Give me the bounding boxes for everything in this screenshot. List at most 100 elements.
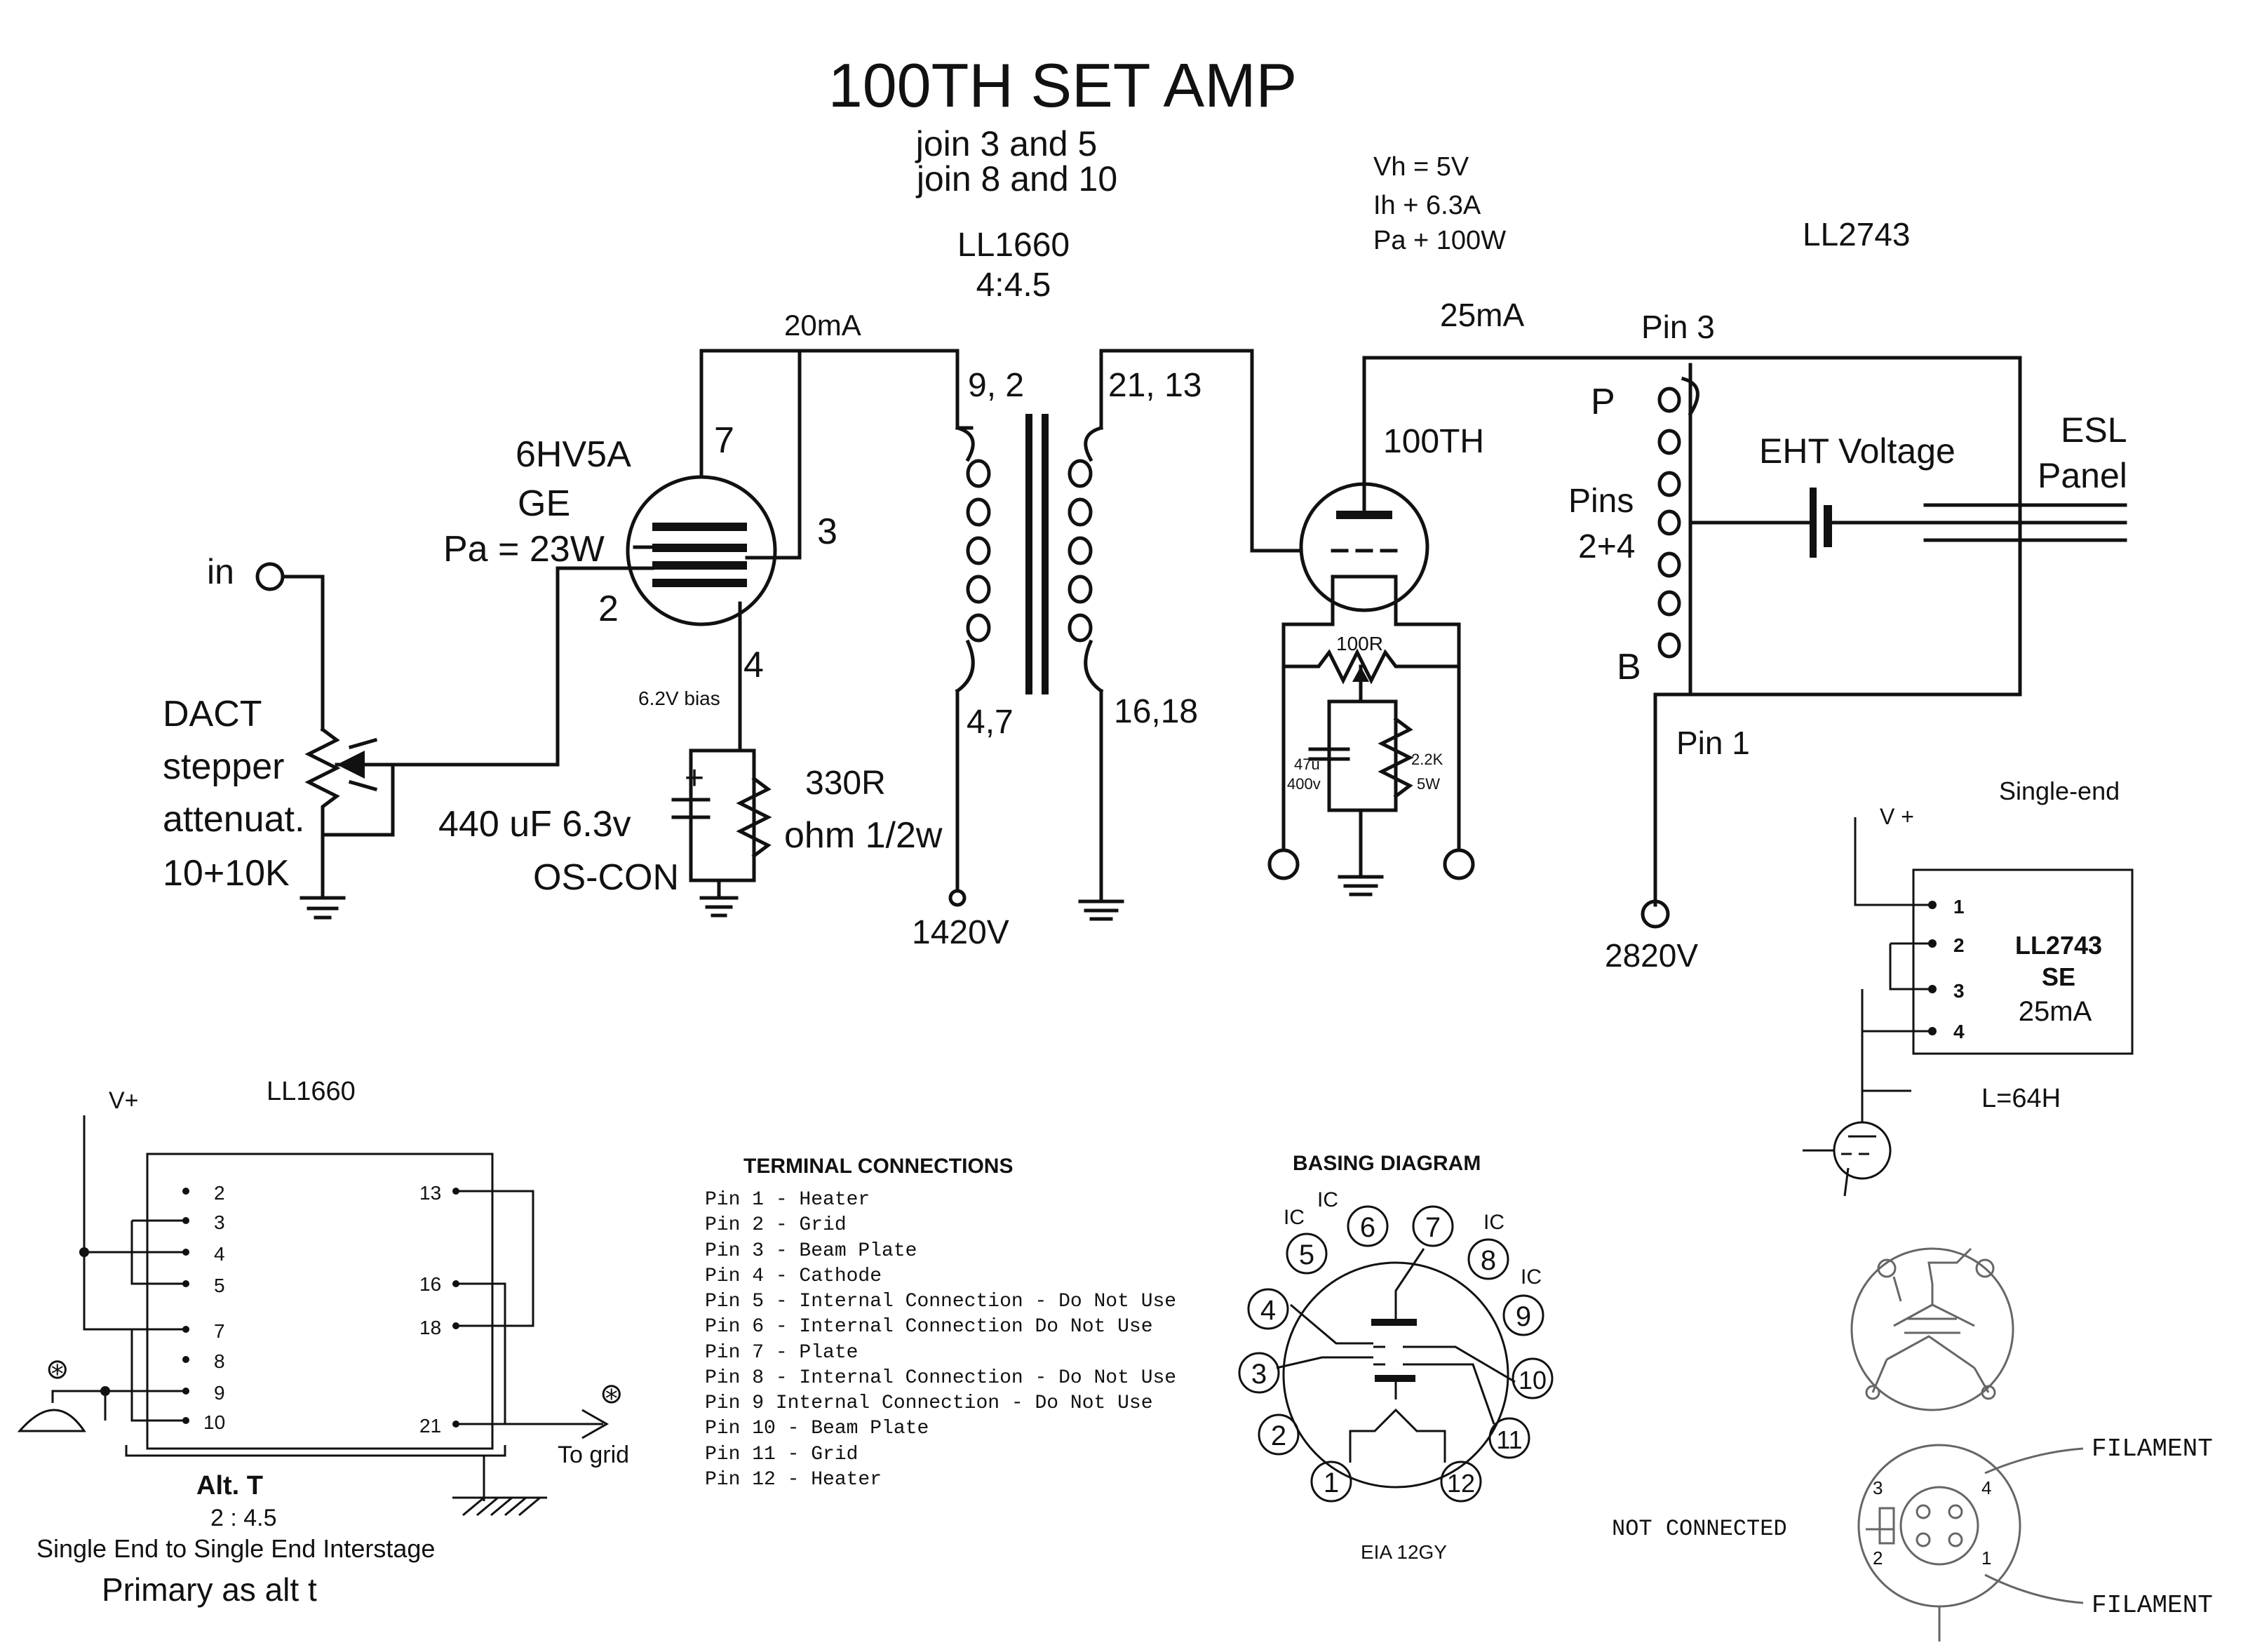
alt-desc-label: Single End to Single End Interstage bbox=[36, 1534, 435, 1563]
res-330r-label: 330R bbox=[805, 765, 886, 802]
svg-text:3: 3 bbox=[1873, 1477, 1883, 1498]
spec-pa: Pa + 100W bbox=[1373, 226, 1506, 255]
output-choke bbox=[1657, 363, 1699, 697]
tube1-pin3: 3 bbox=[817, 511, 837, 552]
p-label: P bbox=[1591, 382, 1615, 422]
attenuator-label-3: attenuat. bbox=[163, 799, 304, 840]
esl-label: ESL bbox=[2061, 410, 2127, 450]
svg-text:3: 3 bbox=[1953, 980, 1965, 1002]
b-label: B bbox=[1617, 647, 1641, 687]
se-inductance: L=64H bbox=[1981, 1084, 2061, 1113]
input-label: in bbox=[207, 552, 234, 591]
svg-text:2: 2 bbox=[1271, 1421, 1286, 1451]
pins-9-2-label: 9, 2 bbox=[968, 367, 1024, 404]
input-terminal bbox=[255, 562, 285, 591]
tube-base-view: 2 3 4 1 FILAMENT FILAMENT NOT CONNECTED bbox=[1612, 1247, 2213, 1641]
svg-text:1: 1 bbox=[1324, 1468, 1339, 1498]
svg-text:2: 2 bbox=[1873, 1547, 1883, 1569]
svg-text:8: 8 bbox=[214, 1350, 225, 1372]
svg-text:Pin 5 - Internal Connection -: Pin 5 - Internal Connection - Do Not Use bbox=[705, 1291, 1176, 1312]
attenuator-label-4: 10+10K bbox=[163, 853, 290, 894]
svg-text:Pin 12 - Heater: Pin 12 - Heater bbox=[705, 1469, 882, 1491]
svg-text:IC: IC bbox=[1521, 1265, 1542, 1289]
spec-vh: Vh = 5V bbox=[1373, 152, 1469, 182]
output-transformer-name: LL2743 bbox=[1803, 216, 1911, 253]
attenuator-label-1: DACT bbox=[163, 694, 262, 734]
terminal-connections: TERMINAL CONNECTIONS Pin 1 - Heater Pin … bbox=[705, 1155, 1176, 1491]
svg-text:4: 4 bbox=[1981, 1477, 1991, 1498]
r22k-watt-label: 5W bbox=[1417, 775, 1440, 793]
svg-text:21: 21 bbox=[419, 1415, 441, 1437]
pins-16-18-label: 16,18 bbox=[1114, 693, 1198, 730]
svg-text:Pin 9 Internal Connection -: Pin 9 Internal Connection - Do Not Use bbox=[705, 1392, 1153, 1414]
svg-text:2: 2 bbox=[1953, 934, 1965, 956]
svg-text:6: 6 bbox=[1360, 1212, 1375, 1243]
svg-text:11: 11 bbox=[1496, 1425, 1522, 1454]
tube1-name: 6HV5A bbox=[516, 434, 631, 475]
svg-text:1: 1 bbox=[1953, 896, 1965, 918]
svg-text:5: 5 bbox=[1299, 1240, 1314, 1270]
pin1-label: Pin 1 bbox=[1676, 725, 1750, 761]
single-end-vplus: V + bbox=[1880, 804, 1914, 829]
cap-400v-label: 400v bbox=[1287, 775, 1321, 793]
svg-text:13: 13 bbox=[419, 1182, 441, 1204]
basing-code: EIA 12GY bbox=[1361, 1541, 1447, 1563]
interstage-transformer bbox=[955, 414, 1104, 694]
tube1-pa: Pa = 23W bbox=[443, 529, 605, 570]
svg-text:Pin 2 - Grid: Pin 2 - Grid bbox=[705, 1214, 847, 1236]
se-box-type: SE bbox=[2042, 962, 2075, 991]
to-grid-label: To grid bbox=[558, 1442, 629, 1468]
attenuator-label-2: stepper bbox=[163, 746, 284, 787]
single-end-inset: Single-end V + 1 2 3 4 LL2743 SE 25mA L=… bbox=[1803, 777, 2134, 1197]
svg-text:10: 10 bbox=[1519, 1366, 1547, 1395]
interstage-ratio: 4:4.5 bbox=[976, 267, 1051, 304]
pins-2-4-label: 2+4 bbox=[1578, 528, 1635, 565]
ll1660-inset-vplus: V+ bbox=[109, 1087, 139, 1114]
cap-47u-label: 47u bbox=[1294, 756, 1320, 773]
pins-21-13-label: 21, 13 bbox=[1108, 367, 1201, 404]
single-end-title: Single-end bbox=[1999, 777, 2120, 805]
svg-text:18: 18 bbox=[419, 1317, 441, 1338]
svg-text:4: 4 bbox=[1260, 1295, 1276, 1326]
tube1-pin2: 2 bbox=[598, 589, 619, 629]
tube1-make: GE bbox=[518, 483, 570, 524]
pins-label: Pins bbox=[1568, 483, 1634, 520]
ll1660-inset-title: LL1660 bbox=[267, 1077, 356, 1106]
svg-text:⊛: ⊛ bbox=[46, 1354, 69, 1385]
svg-text:4: 4 bbox=[214, 1243, 225, 1265]
se-box-current: 25mA bbox=[2019, 996, 2092, 1027]
svg-text:9: 9 bbox=[214, 1382, 225, 1404]
svg-text:7: 7 bbox=[1425, 1212, 1441, 1243]
svg-text:3: 3 bbox=[1251, 1359, 1267, 1390]
svg-text:+: + bbox=[685, 760, 704, 797]
svg-text:Pin 7 - Plate: Pin 7 - Plate bbox=[705, 1342, 858, 1364]
tube1-pin7: 7 bbox=[714, 420, 734, 461]
svg-text:IC: IC bbox=[1284, 1206, 1305, 1229]
cap-type-label: OS-CON bbox=[533, 857, 679, 898]
svg-text:Pin 4 - Cathode: Pin 4 - Cathode bbox=[705, 1265, 882, 1287]
tube1-pin4: 4 bbox=[743, 645, 764, 685]
svg-text:10: 10 bbox=[203, 1411, 225, 1433]
svg-text:Pin 1 - Heater: Pin 1 - Heater bbox=[705, 1189, 870, 1211]
basing-diagram: BASING DIAGRAM 1 2 3 4 5 6 7 8 9 10 11 1… bbox=[1238, 1152, 1554, 1563]
note-join-8-10: join 8 and 10 bbox=[915, 159, 1117, 199]
voltage-1420-label: 1420V bbox=[912, 914, 1009, 951]
se-box-name: LL2743 bbox=[2015, 931, 2102, 960]
svg-text:5: 5 bbox=[214, 1275, 225, 1296]
eht-voltage-label: EHT Voltage bbox=[1759, 431, 1955, 471]
res-rating-label: ohm 1/2w bbox=[784, 815, 943, 856]
svg-text:Pin 6 - Internal Connection: Pin 6 - Internal Connection Do Not Use bbox=[705, 1316, 1153, 1338]
bias-label: 6.2V bias bbox=[638, 687, 720, 709]
alt-ratio-label: 2 : 4.5 bbox=[210, 1505, 277, 1531]
tube2-name: 100TH bbox=[1383, 423, 1484, 460]
panel-label: Panel bbox=[2038, 456, 2127, 495]
svg-text:IC: IC bbox=[1317, 1188, 1338, 1211]
current-25ma: 25mA bbox=[1440, 297, 1524, 333]
note-join-3-5: join 3 and 5 bbox=[915, 124, 1098, 163]
cap-440uf-label: 440 uF 6.3v bbox=[438, 804, 631, 845]
spec-ih: Ih + 6.3A bbox=[1373, 191, 1481, 220]
svg-text:7: 7 bbox=[214, 1320, 225, 1342]
svg-text:IC: IC bbox=[1483, 1211, 1504, 1234]
diagram-title: 100TH SET AMP bbox=[828, 51, 1297, 120]
